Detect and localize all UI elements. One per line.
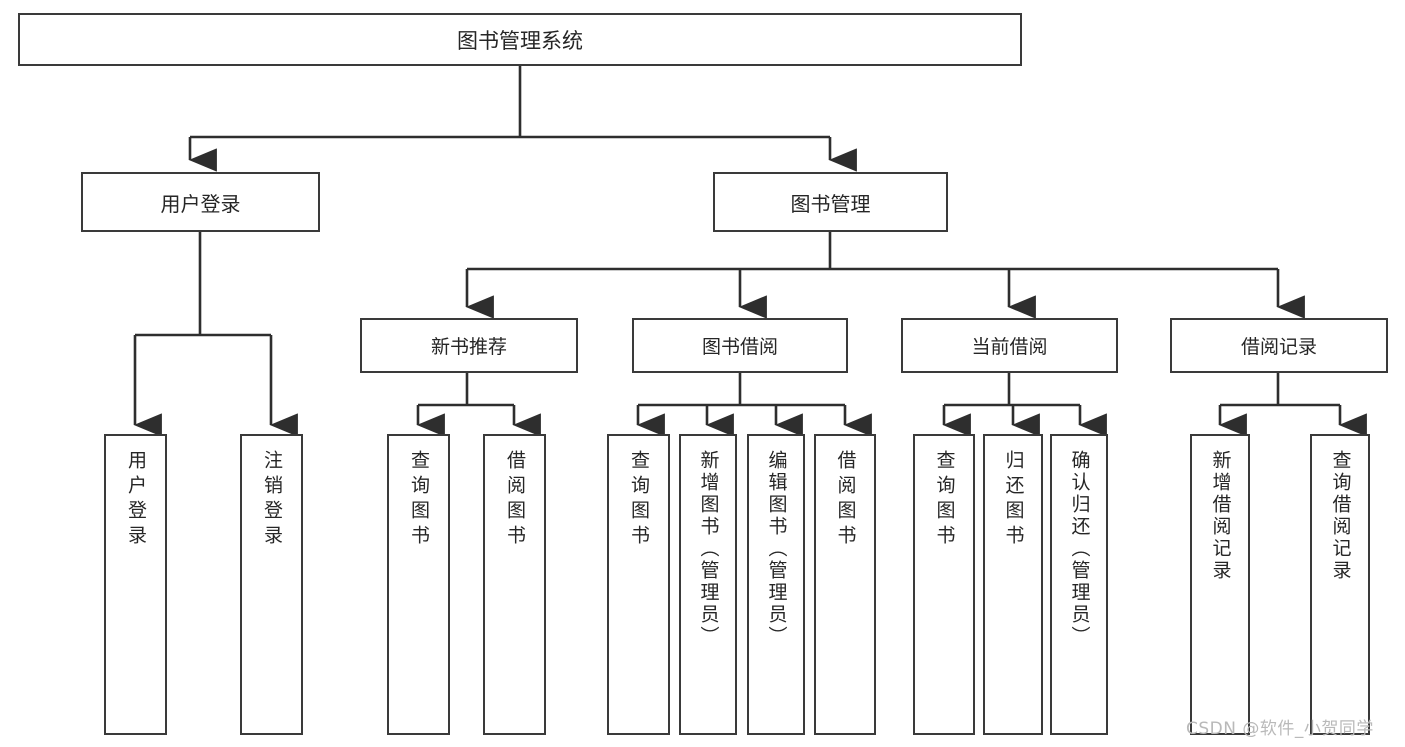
leaf-label: 查询图书 (408, 450, 430, 550)
leaf-label: 编辑图书（管理员） (765, 450, 788, 648)
leaf-label: 新增图书（管理员） (697, 450, 720, 648)
node-user-login[interactable]: 用户登录 (81, 172, 320, 232)
leaf-borrow-record-add[interactable]: 新增借阅记录 (1190, 434, 1250, 735)
node-root-library-system[interactable]: 图书管理系统 (18, 13, 1022, 66)
node-book-management[interactable]: 图书管理 (713, 172, 948, 232)
leaf-borrow-record-query[interactable]: 查询借阅记录 (1310, 434, 1370, 735)
leaf-user-login-login[interactable]: 用户登录 (104, 434, 167, 735)
node-new-book-recommend[interactable]: 新书推荐 (360, 318, 578, 373)
leaf-book-borrow-query[interactable]: 查询图书 (607, 434, 670, 735)
leaf-new-book-query[interactable]: 查询图书 (387, 434, 450, 735)
leaf-current-borrow-query[interactable]: 查询图书 (913, 434, 975, 735)
leaf-label: 查询图书 (628, 450, 650, 550)
leaf-label: 确认归还（管理员） (1068, 450, 1091, 648)
node-label: 图书管理系统 (457, 28, 583, 53)
leaf-label: 归还图书 (1002, 450, 1025, 550)
leaf-label: 借阅图书 (504, 450, 526, 550)
node-borrow-record[interactable]: 借阅记录 (1170, 318, 1388, 373)
leaf-label: 查询图书 (933, 450, 956, 550)
node-label: 用户登录 (160, 191, 241, 216)
leaf-label: 注销登录 (261, 450, 283, 550)
leaf-label: 借阅图书 (834, 450, 857, 550)
leaf-label: 新增借阅记录 (1209, 450, 1232, 582)
leaf-book-borrow-borrow[interactable]: 借阅图书 (814, 434, 876, 735)
leaf-user-login-logout[interactable]: 注销登录 (240, 434, 303, 735)
leaf-label: 查询借阅记录 (1329, 450, 1352, 582)
leaf-current-borrow-return[interactable]: 归还图书 (983, 434, 1043, 735)
node-book-borrow[interactable]: 图书借阅 (632, 318, 848, 373)
leaf-book-borrow-edit-admin[interactable]: 编辑图书（管理员） (747, 434, 805, 735)
node-label: 新书推荐 (430, 336, 507, 358)
node-label: 图书借阅 (701, 336, 778, 358)
watermark-csdn: CSDN @软件_小贺同学 (1186, 719, 1374, 739)
node-current-borrow[interactable]: 当前借阅 (901, 318, 1118, 373)
leaf-current-borrow-confirm-admin[interactable]: 确认归还（管理员） (1050, 434, 1108, 735)
leaf-book-borrow-add-admin[interactable]: 新增图书（管理员） (679, 434, 737, 735)
leaf-new-book-borrow[interactable]: 借阅图书 (483, 434, 546, 735)
node-label: 当前借阅 (971, 336, 1048, 358)
node-label: 图书管理 (790, 191, 871, 216)
node-label: 借阅记录 (1240, 336, 1317, 358)
leaf-label: 用户登录 (125, 450, 147, 550)
